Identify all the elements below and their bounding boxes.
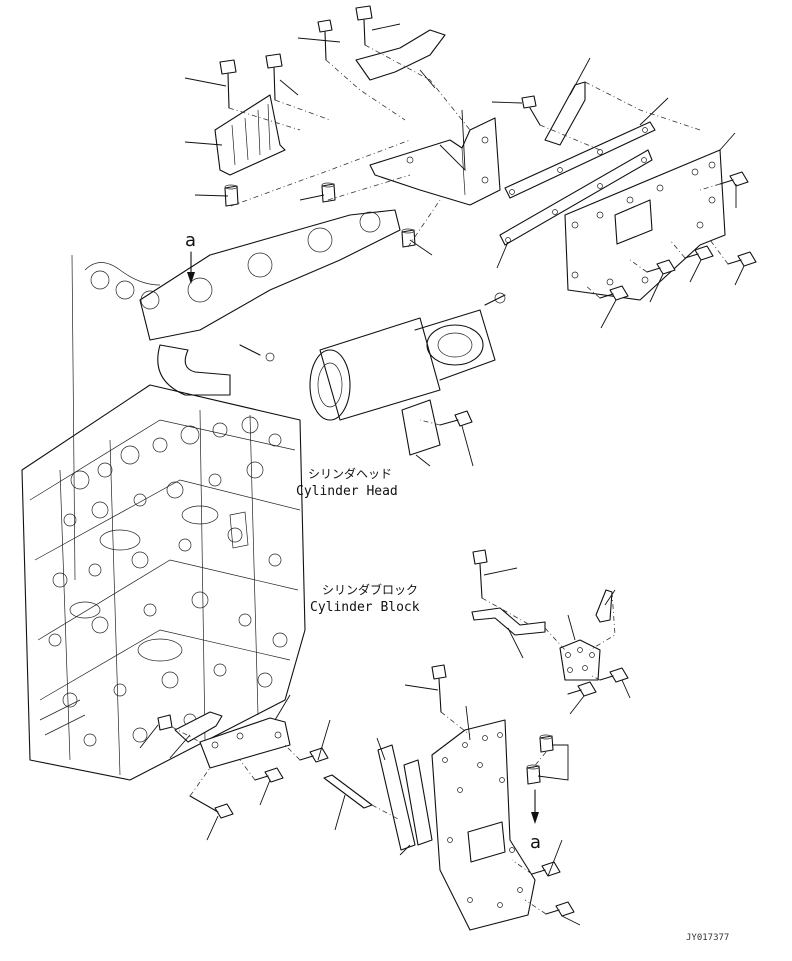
bolt-icon xyxy=(567,681,597,697)
cylinder-block-label-jp: シリンダブロック xyxy=(322,582,418,597)
engine-assembly xyxy=(21,209,506,781)
bolt-icon xyxy=(727,251,757,267)
alignment-lines-lower xyxy=(171,591,616,915)
bolt-icon xyxy=(189,795,234,819)
bolt-icon xyxy=(599,285,629,301)
upper-heat-shield-group xyxy=(214,5,757,456)
alignment-lines-upper xyxy=(228,44,729,426)
drawing-code: JY017377 xyxy=(686,933,729,943)
bolt-icon xyxy=(254,767,284,783)
bolt-icon xyxy=(719,171,749,187)
bolt-icon xyxy=(219,59,237,109)
bolt-icon xyxy=(317,19,333,61)
bolt-icon xyxy=(355,5,373,46)
bolt-icon xyxy=(545,901,575,917)
bolt-icon xyxy=(599,667,629,683)
cylinder-head-label: Cylinder Head xyxy=(296,484,398,499)
bolt-icon xyxy=(431,664,447,713)
bolt-icon xyxy=(646,259,676,275)
leader-lines-upper xyxy=(184,23,745,467)
bolt-icon xyxy=(472,549,488,599)
bolt-icon xyxy=(265,53,283,101)
bolt-icon xyxy=(299,747,329,763)
reference-a-top: a xyxy=(185,230,196,251)
bolt-icon xyxy=(531,861,561,877)
leader-lines-lower xyxy=(139,567,631,926)
bolt-icon xyxy=(684,245,714,261)
cylinder-block-label: Cylinder Block xyxy=(310,600,420,615)
reference-a-bottom: a xyxy=(530,832,541,853)
lower-bracket-group xyxy=(157,549,629,931)
cylinder-head-label-jp: シリンダヘッド xyxy=(308,466,392,481)
